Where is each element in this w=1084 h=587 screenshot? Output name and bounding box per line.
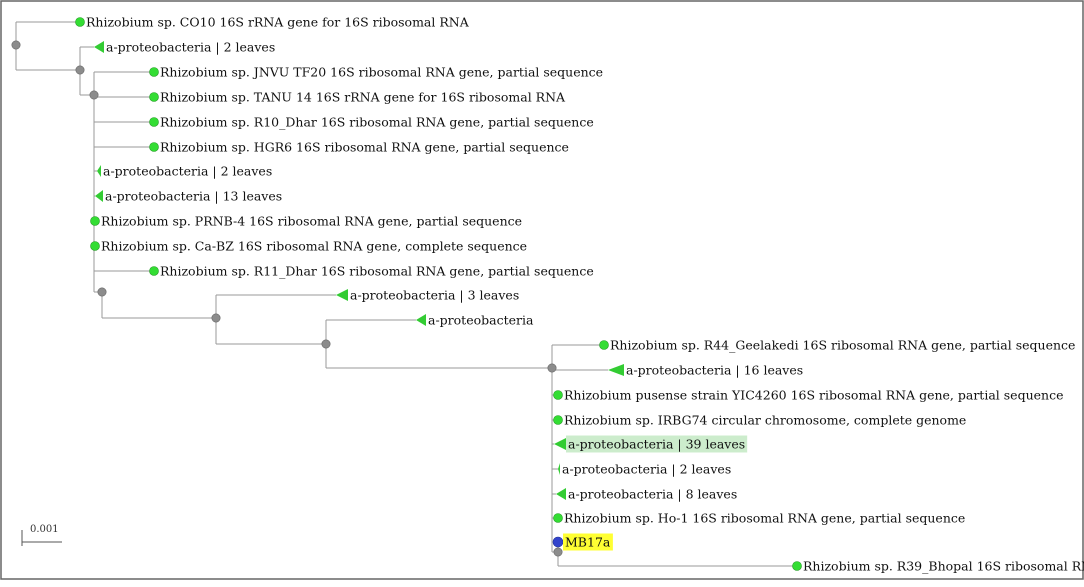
- internal-node-n2[interactable]: [89, 90, 99, 100]
- leaf-node-dot[interactable]: [792, 561, 802, 571]
- leaf-label-l2[interactable]: a-proteobacteria | 2 leaves: [106, 40, 275, 55]
- leaf-label-l21[interactable]: Rhizobium sp. Ho-1 16S ribosomal RNA gen…: [564, 511, 965, 526]
- collapsed-clade-triangle[interactable]: [97, 165, 101, 177]
- leaf-label-l22[interactable]: MB17a: [565, 535, 611, 550]
- label-highlight: [566, 435, 748, 453]
- collapsed-clade-triangle[interactable]: [416, 314, 426, 326]
- collapsed-clade-triangle[interactable]: [94, 41, 104, 53]
- label-highlight: [563, 533, 613, 551]
- internal-node-n6[interactable]: [547, 363, 557, 373]
- collapsed-clade-triangle[interactable]: [608, 364, 624, 376]
- internal-node-root[interactable]: [11, 40, 21, 50]
- leaf-label-l3[interactable]: Rhizobium sp. JNVU TF20 16S ribosomal RN…: [160, 65, 603, 80]
- leaf-label-l18[interactable]: a-proteobacteria | 39 leaves: [568, 437, 745, 452]
- collapsed-clade-triangle[interactable]: [95, 190, 103, 202]
- leaf-label-l7[interactable]: a-proteobacteria | 2 leaves: [103, 164, 272, 179]
- internal-node-n5[interactable]: [321, 339, 331, 349]
- leaf-label-l17[interactable]: Rhizobium sp. IRBG74 circular chromosome…: [564, 413, 966, 428]
- leaf-node-dot[interactable]: [599, 340, 609, 350]
- leaf-node-dot[interactable]: [149, 67, 159, 77]
- leaf-node-dot[interactable]: [149, 266, 159, 276]
- collapsed-clade-triangle[interactable]: [336, 289, 348, 301]
- leaf-label-l4[interactable]: Rhizobium sp. TANU 14 16S rRNA gene for …: [160, 90, 566, 105]
- leaf-node-dot[interactable]: [90, 216, 100, 226]
- collapsed-clade-triangle[interactable]: [556, 488, 566, 500]
- leaf-label-l20[interactable]: a-proteobacteria | 8 leaves: [568, 487, 737, 502]
- leaf-label-l11[interactable]: Rhizobium sp. R11_Dhar 16S ribosomal RNA…: [160, 264, 594, 279]
- collapsed-clade-triangle[interactable]: [558, 463, 560, 475]
- leaf-label-l9[interactable]: Rhizobium sp. PRNB-4 16S ribosomal RNA g…: [101, 214, 522, 229]
- leaf-label-l14[interactable]: Rhizobium sp. R44_Geelakedi 16S ribosoma…: [610, 338, 1075, 353]
- leaf-node-dot[interactable]: [149, 142, 159, 152]
- internal-node-n1[interactable]: [75, 65, 85, 75]
- leaf-label-l1[interactable]: Rhizobium sp. CO10 16S rRNA gene for 16S…: [86, 15, 470, 30]
- leaf-label-l5[interactable]: Rhizobium sp. R10_Dhar 16S ribosomal RNA…: [160, 115, 594, 130]
- leaf-label-l23[interactable]: Rhizobium sp. R39_Bhopal 16S ribosomal R…: [803, 559, 1084, 574]
- leaf-label-l15[interactable]: a-proteobacteria | 16 leaves: [626, 363, 803, 378]
- leaf-label-l19[interactable]: a-proteobacteria | 2 leaves: [562, 462, 731, 477]
- internal-node-n4[interactable]: [211, 313, 221, 323]
- leaf-node-dot[interactable]: [553, 390, 563, 400]
- scale-bar-label: 0.001: [30, 524, 59, 535]
- leaf-label-l16[interactable]: Rhizobium pusense strain YIC4260 16S rib…: [564, 388, 1063, 403]
- leaf-label-l12[interactable]: a-proteobacteria | 3 leaves: [350, 288, 519, 303]
- query-node-dot[interactable]: [552, 536, 564, 548]
- internal-node-n7[interactable]: [553, 547, 563, 557]
- leaf-node-dot[interactable]: [553, 513, 563, 523]
- internal-node-n3[interactable]: [97, 287, 107, 297]
- leaf-node-dot[interactable]: [90, 241, 100, 251]
- leaf-node-dot[interactable]: [149, 117, 159, 127]
- leaf-label-l8[interactable]: a-proteobacteria | 13 leaves: [105, 189, 282, 204]
- nodes: [11, 17, 802, 571]
- branches: [15, 21, 797, 567]
- leaf-node-dot[interactable]: [553, 415, 563, 425]
- scale-bar: 0.001: [21, 524, 62, 546]
- leaf-label-l10[interactable]: Rhizobium sp. Ca-BZ 16S ribosomal RNA ge…: [101, 239, 527, 254]
- leaf-node-dot[interactable]: [149, 92, 159, 102]
- leaf-label-l13[interactable]: a-proteobacteria: [428, 313, 534, 328]
- leaf-node-dot[interactable]: [75, 17, 85, 27]
- collapsed-clade-triangle[interactable]: [554, 438, 566, 450]
- leaf-labels: Rhizobium sp. CO10 16S rRNA gene for 16S…: [86, 15, 1084, 574]
- leaf-label-l6[interactable]: Rhizobium sp. HGR6 16S ribosomal RNA gen…: [160, 140, 569, 155]
